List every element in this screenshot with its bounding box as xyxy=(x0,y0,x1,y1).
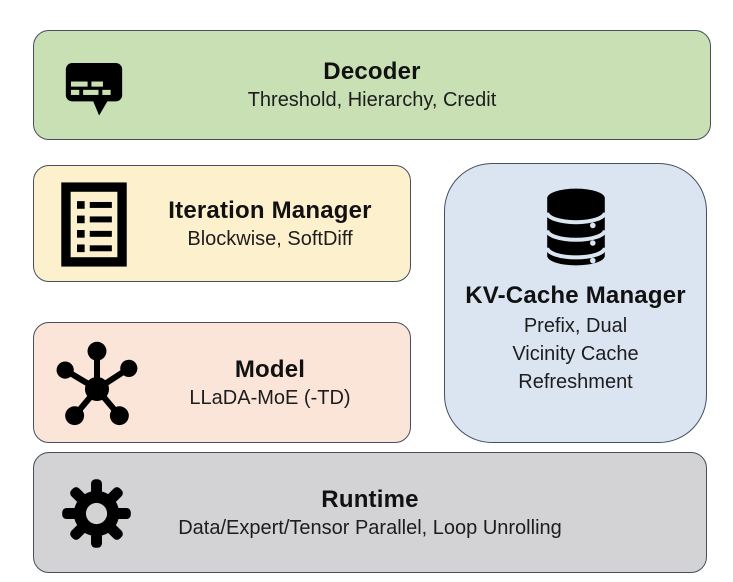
kv-cache-manager-subtitle-line2: Vicinity Cache xyxy=(512,343,639,365)
iteration-manager-title: Iteration Manager xyxy=(168,196,372,224)
runtime-text: Runtime Data/Expert/Tensor Parallel, Loo… xyxy=(34,453,706,572)
model-title: Model xyxy=(234,355,306,383)
decoder-subtitle: Threshold, Hierarchy, Credit xyxy=(247,89,497,111)
network-graph-icon xyxy=(54,340,140,426)
model-text: Model LLaDA-MoE (-TD) xyxy=(134,323,406,442)
runtime-box: Runtime Data/Expert/Tensor Parallel, Loo… xyxy=(33,452,707,573)
iteration-manager-subtitle: Blockwise, SoftDiff xyxy=(187,227,353,250)
kv-cache-manager-box: KV-Cache Manager Prefix, Dual Vicinity C… xyxy=(444,163,707,443)
model-subtitle: LLaDA-MoE (-TD) xyxy=(189,386,351,409)
model-box: Model LLaDA-MoE (-TD) xyxy=(33,322,411,443)
gear-icon xyxy=(60,477,133,550)
decoder-title: Decoder xyxy=(323,58,421,85)
database-icon xyxy=(536,183,616,271)
decoder-text: Decoder Threshold, Hierarchy, Credit xyxy=(34,31,710,139)
runtime-subtitle: Data/Expert/Tensor Parallel, Loop Unroll… xyxy=(178,516,562,539)
checklist-icon xyxy=(60,182,128,267)
kv-cache-manager-title: KV-Cache Manager xyxy=(465,282,686,309)
decoder-box: Decoder Threshold, Hierarchy, Credit xyxy=(33,30,711,140)
iteration-manager-text: Iteration Manager Blockwise, SoftDiff xyxy=(134,166,406,281)
iteration-manager-box: Iteration Manager Blockwise, SoftDiff xyxy=(33,165,411,282)
runtime-title: Runtime xyxy=(321,485,419,513)
kv-cache-manager-subtitle-line3: Refreshment xyxy=(518,371,633,393)
kv-cache-manager-subtitle-line1: Prefix, Dual xyxy=(523,315,628,337)
chat-caption-icon xyxy=(62,54,126,118)
